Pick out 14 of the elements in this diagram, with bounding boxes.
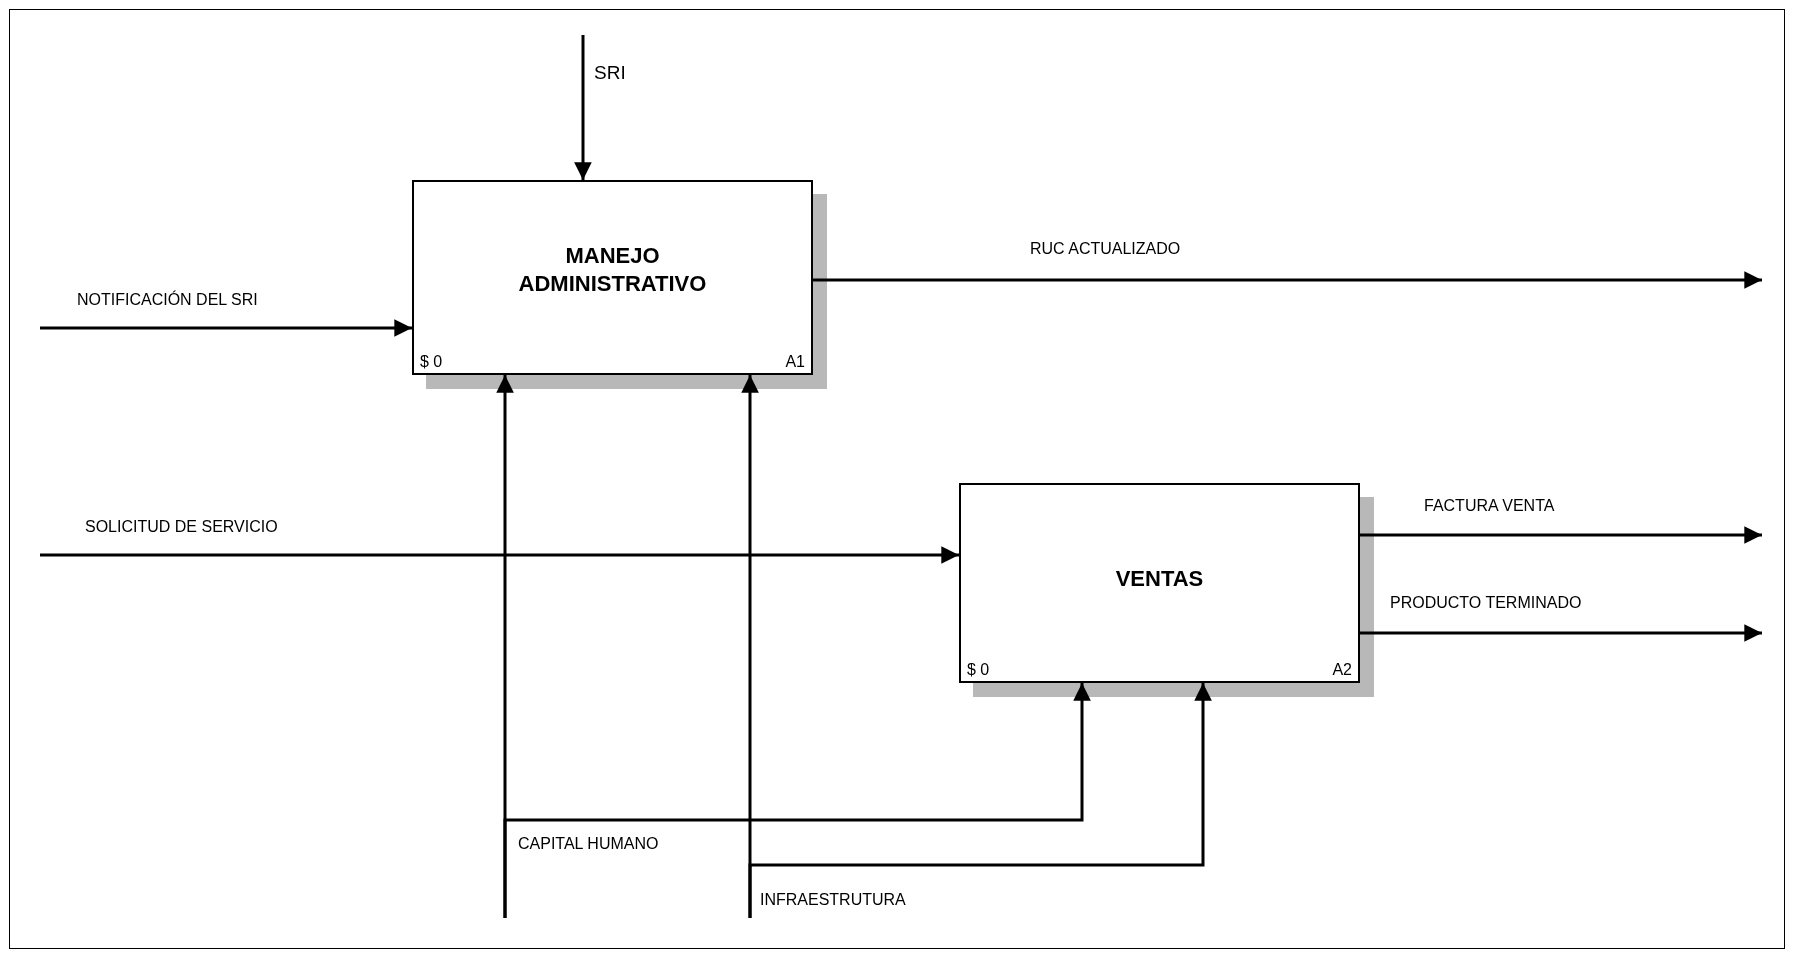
arrow (503, 683, 1091, 918)
arrow (40, 546, 959, 564)
cost-label: $ 0 (420, 353, 443, 371)
activity-name: VENTAS (1114, 564, 1205, 593)
arrow (574, 35, 592, 180)
arrow (813, 271, 1762, 289)
activity-name: MANEJO ADMINISTRATIVO (517, 241, 708, 298)
arrow (1360, 624, 1762, 642)
cost-label: $ 0 (967, 661, 990, 679)
arrow (748, 683, 1212, 918)
node-number: A2 (1332, 661, 1352, 679)
arrow (1360, 526, 1762, 544)
node-number: A1 (785, 353, 805, 371)
arrow (40, 319, 412, 337)
